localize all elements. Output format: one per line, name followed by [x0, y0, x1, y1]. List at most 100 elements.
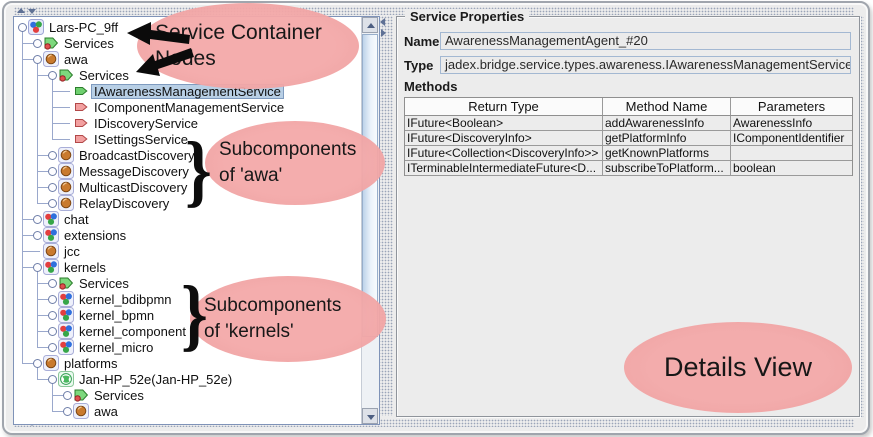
tree-item-relaydiscovery[interactable]: RelayDiscovery — [14, 195, 172, 211]
table-cell[interactable]: IFuture<Boolean> — [405, 116, 603, 131]
scrollbar-up-button[interactable] — [362, 17, 378, 33]
tree-item-jcc[interactable]: jcc — [14, 243, 83, 259]
tree-item-label[interactable]: awa — [94, 403, 118, 419]
tree-expand-handle-icon[interactable] — [46, 339, 58, 355]
table-cell[interactable]: boolean — [731, 161, 852, 176]
table-cell[interactable]: IFuture<Collection<DiscoveryInfo>> — [405, 146, 603, 161]
splitpane-divider-vertical[interactable] — [378, 16, 393, 416]
tree-item-label[interactable]: ISettingsService — [94, 131, 188, 147]
tree-item-label[interactable]: kernel_bpmn — [79, 307, 155, 323]
tree-item-label[interactable]: Services — [64, 35, 114, 51]
divider-collapse-left-icon[interactable] — [380, 18, 385, 26]
multiball-icon — [58, 339, 74, 355]
table-cell[interactable]: getKnownPlatforms — [603, 146, 731, 161]
tree-item-awa[interactable]: awa — [14, 51, 91, 67]
tree-item-kernel-bdibpmn[interactable]: kernel_bdibpmn — [14, 291, 175, 307]
tree-item-label[interactable]: awa — [64, 51, 88, 67]
tree-item-label[interactable]: Lars-PC_9ff — [49, 19, 119, 35]
table-cell[interactable]: subscribeToPlatform... — [603, 161, 731, 176]
tree-collapse-handle-icon[interactable] — [16, 19, 28, 35]
tree-item-label[interactable]: kernel_bdibpmn — [79, 291, 172, 307]
divider-collapse-up-icon[interactable] — [17, 8, 25, 13]
tree-expand-handle-icon[interactable] — [46, 291, 58, 307]
table-row[interactable]: IFuture<Collection<DiscoveryInfo>>getKno… — [405, 146, 852, 161]
tree-expand-handle-icon[interactable] — [46, 195, 58, 211]
tree-item-idiscoveryservice[interactable]: IDiscoveryService — [14, 115, 201, 131]
tree-item-label[interactable]: platforms — [64, 355, 118, 371]
table-cell[interactable] — [731, 146, 852, 161]
tree-item-broadcastdiscovery[interactable]: BroadcastDiscovery — [14, 147, 198, 163]
tree-item-label[interactable]: MulticastDiscovery — [79, 179, 188, 195]
tree-collapse-handle-icon[interactable] — [46, 67, 58, 83]
scrollbar-down-button[interactable] — [362, 408, 378, 424]
tree-item-lars-pc-9ff[interactable]: Lars-PC_9ff — [14, 19, 121, 35]
table-header-method-name[interactable]: Method Name — [603, 98, 731, 116]
tree-item-label[interactable]: extensions — [64, 227, 127, 243]
divider-collapse-right-icon[interactable] — [381, 29, 386, 37]
tree-item-label[interactable]: kernel_micro — [79, 339, 154, 355]
table-cell[interactable]: getPlatformInfo — [603, 131, 731, 146]
tree-collapse-handle-icon[interactable] — [31, 259, 43, 275]
tree-collapse-handle-icon[interactable] — [31, 51, 43, 67]
tree-collapse-handle-icon[interactable] — [31, 355, 43, 371]
tree-item-label[interactable]: kernel_component — [79, 323, 186, 339]
tree-item-services[interactable]: Services — [14, 35, 117, 51]
tree-item-kernel-bpmn[interactable]: kernel_bpmn — [14, 307, 157, 323]
tree-item-label[interactable]: chat — [64, 211, 89, 227]
tree-expand-handle-icon[interactable] — [31, 227, 43, 243]
tree-item-label[interactable]: Services — [94, 387, 144, 403]
tree-item-kernel-component[interactable]: kernel_component — [14, 323, 189, 339]
table-header-parameters[interactable]: Parameters — [731, 98, 852, 116]
tree-item-extensions[interactable]: extensions — [14, 227, 129, 243]
tree-collapse-handle-icon[interactable] — [46, 371, 58, 387]
tree-item-label[interactable]: Jan-HP_52e(Jan-HP_52e) — [79, 371, 233, 387]
table-header-return-type[interactable]: Return Type — [405, 98, 603, 116]
tree-expand-handle-icon[interactable] — [46, 147, 58, 163]
tree-item-kernels[interactable]: kernels — [14, 259, 109, 275]
tree-expand-handle-icon[interactable] — [46, 323, 58, 339]
tree-expand-handle-icon[interactable] — [46, 163, 58, 179]
tree-item-label[interactable]: BroadcastDiscovery — [79, 147, 195, 163]
tree-item-kernel-micro[interactable]: kernel_micro — [14, 339, 156, 355]
tree-item-isettingsservice[interactable]: ISettingsService — [14, 131, 191, 147]
table-cell[interactable]: AwarenessInfo — [731, 116, 852, 131]
tree-expand-handle-icon[interactable] — [61, 387, 73, 403]
table-cell[interactable]: IComponentIdentifier — [731, 131, 852, 146]
tree-item-awa[interactable]: awa — [14, 403, 121, 419]
tree-item-platforms[interactable]: platforms — [14, 355, 120, 371]
tree-item-messagediscovery[interactable]: MessageDiscovery — [14, 163, 192, 179]
divider-collapse-down-icon[interactable] — [28, 9, 36, 14]
tree-item-label[interactable]: RelayDiscovery — [79, 195, 170, 211]
table-cell[interactable]: IFuture<DiscoveryInfo> — [405, 131, 603, 146]
tree-item-icomponentmanagementservice[interactable]: IComponentManagementService — [14, 99, 287, 115]
tree-item-services[interactable]: Services — [14, 387, 147, 403]
tree-item-jan-hp-52e-jan-hp-52e[interactable]: Jan-HP_52e(Jan-HP_52e) — [14, 371, 235, 387]
tree-item-services[interactable]: Services — [14, 275, 132, 291]
tree-item-services[interactable]: Services — [14, 67, 132, 83]
tree-expand-handle-icon[interactable] — [61, 403, 73, 419]
tree-expand-handle-icon[interactable] — [31, 35, 43, 51]
tree-item-label[interactable]: IComponentManagementService — [94, 99, 285, 115]
tree-item-label[interactable]: Services — [79, 67, 129, 83]
tree-expand-handle-icon[interactable] — [46, 179, 58, 195]
type-field[interactable]: jadex.bridge.service.types.awareness.IAw… — [440, 56, 851, 74]
tree-item-label[interactable]: jcc — [64, 243, 80, 259]
tree-expand-handle-icon[interactable] — [31, 211, 43, 227]
tree-scrollbar[interactable] — [361, 17, 379, 424]
table-row[interactable]: ITerminableIntermediateFuture<D...subscr… — [405, 161, 852, 176]
tree-item-label[interactable]: MessageDiscovery — [79, 163, 189, 179]
tree-item-label[interactable]: IDiscoveryService — [94, 115, 199, 131]
tree-expand-handle-icon[interactable] — [46, 275, 58, 291]
table-cell[interactable]: addAwarenessInfo — [603, 116, 731, 131]
tree-item-multicastdiscovery[interactable]: MulticastDiscovery — [14, 179, 190, 195]
tree-expand-handle-icon[interactable] — [46, 307, 58, 323]
tree-item-label[interactable]: Services — [79, 275, 129, 291]
tree-item-chat[interactable]: chat — [14, 211, 92, 227]
tree-item-label[interactable]: kernels — [64, 259, 106, 275]
name-field[interactable]: AwarenessManagementAgent_#20 — [440, 32, 851, 50]
table-cell[interactable]: ITerminableIntermediateFuture<D... — [405, 161, 603, 176]
